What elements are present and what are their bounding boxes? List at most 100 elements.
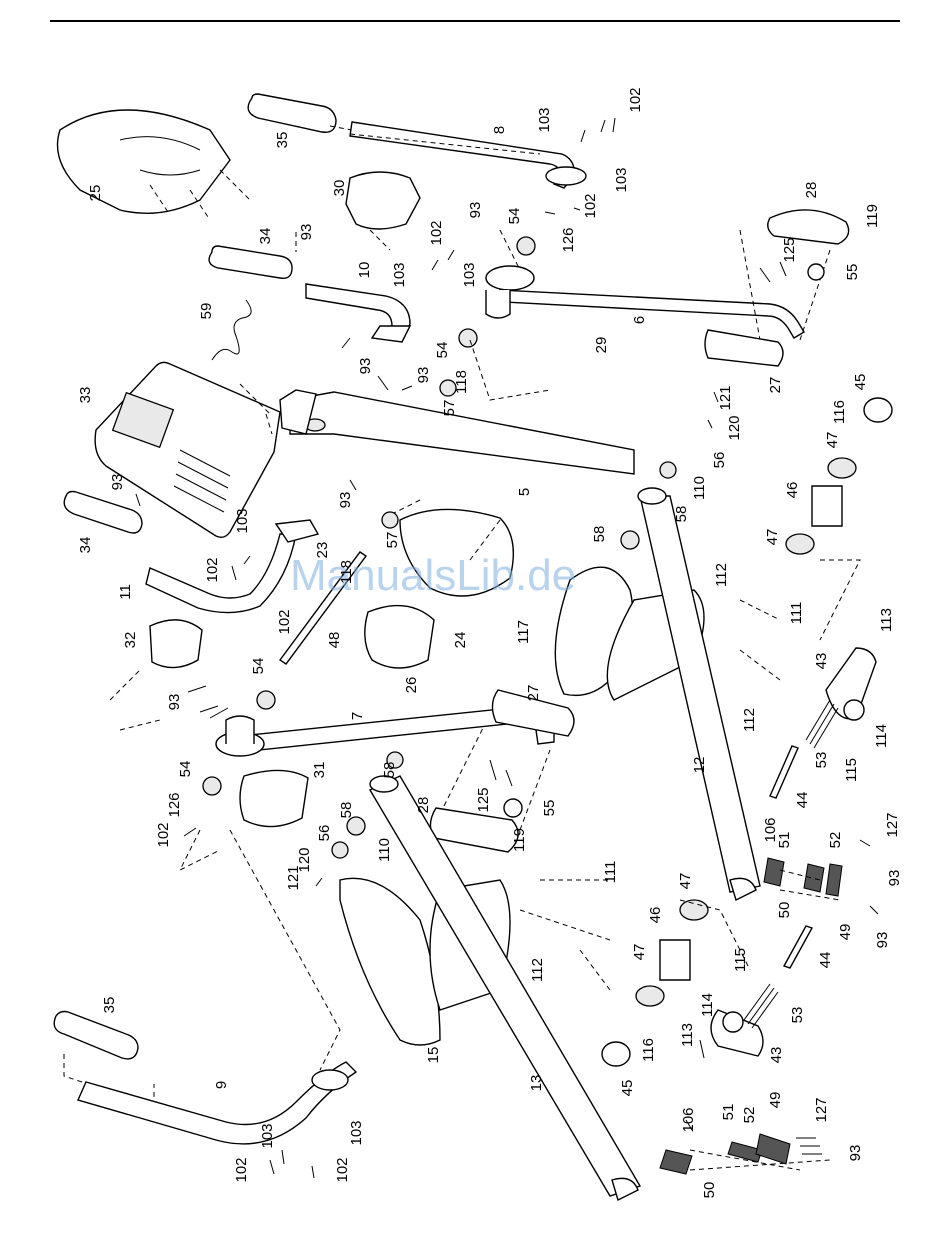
callout-label: 47 xyxy=(631,944,648,961)
callout-label: 102 xyxy=(582,193,599,218)
callout-label: 102 xyxy=(428,220,445,245)
callout-label: 126 xyxy=(166,792,183,817)
callout-label: 30 xyxy=(331,180,348,197)
callout-label: 93 xyxy=(886,870,903,887)
callout-label: 93 xyxy=(415,367,432,384)
rod-44-upper xyxy=(769,745,799,799)
callout-label: 117 xyxy=(515,620,532,644)
bushings xyxy=(202,236,677,859)
callout-label: 112 xyxy=(741,708,758,732)
callout-label: 121 xyxy=(285,865,302,890)
callout-label: 103 xyxy=(613,167,630,192)
callout-label: 112 xyxy=(529,958,546,982)
callout-label: 121 xyxy=(717,385,734,410)
callout-label: 120 xyxy=(296,847,313,872)
callout-label: 125 xyxy=(475,787,492,812)
callout-label: 47 xyxy=(677,873,694,890)
callout-label: 102 xyxy=(276,609,293,634)
callout-label: 111 xyxy=(602,861,619,884)
console-33 xyxy=(94,361,281,539)
callout-label: 93 xyxy=(357,358,374,375)
callout-label: 113 xyxy=(679,1023,696,1047)
callout-label: 103 xyxy=(461,262,478,287)
callout-label: 127 xyxy=(813,1097,830,1122)
cover-32 xyxy=(149,619,203,669)
callout-label: 15 xyxy=(425,1047,442,1064)
shroud-26 xyxy=(364,604,435,669)
callout-label: 111 xyxy=(788,602,805,625)
cover-27-upper xyxy=(704,263,825,367)
rollers-upper xyxy=(785,397,893,555)
rail-12 xyxy=(637,487,761,901)
callout-label: 50 xyxy=(776,902,793,919)
callout-label: 32 xyxy=(122,632,139,649)
callout-label: 103 xyxy=(234,508,251,533)
callout-label: 56 xyxy=(316,825,333,842)
callout-label: 27 xyxy=(525,685,542,702)
callout-label: 116 xyxy=(831,400,848,424)
callout-label: 113 xyxy=(878,608,895,632)
rail-13 xyxy=(369,775,642,1201)
brackets-lower xyxy=(659,1133,791,1175)
callout-label: 103 xyxy=(259,1123,276,1148)
watermark: ManualsLib.de xyxy=(290,551,576,600)
callout-label: 13 xyxy=(528,1075,545,1092)
callout-label: 33 xyxy=(77,387,94,404)
callout-label: 31 xyxy=(311,762,328,779)
handlebar-11 xyxy=(63,490,320,614)
assembly-lines xyxy=(109,133,861,1171)
callout-label: 103 xyxy=(391,262,408,287)
pedal-43-upper xyxy=(825,647,877,721)
callout-label: 118 xyxy=(338,560,355,584)
callout-label: 102 xyxy=(233,1157,250,1182)
callout-label: 8 xyxy=(491,126,508,134)
callout-label: 93 xyxy=(847,1145,864,1162)
pedal-43-lower xyxy=(710,1009,764,1057)
callout-label: 93 xyxy=(874,932,891,949)
callout-label: 52 xyxy=(741,1107,758,1124)
callout-label: 116 xyxy=(640,1038,657,1062)
callout-label: 106 xyxy=(762,817,779,842)
callout-label: 59 xyxy=(198,303,215,320)
callout-label: 110 xyxy=(691,476,708,500)
callout-label: 93 xyxy=(298,224,315,241)
callout-label: 119 xyxy=(511,828,528,852)
callout-label: 103 xyxy=(536,107,553,132)
callout-label: 110 xyxy=(376,838,393,862)
callout-label: 47 xyxy=(824,432,841,449)
callout-label: 51 xyxy=(720,1104,737,1121)
callout-label: 43 xyxy=(768,1047,785,1064)
callout-label: 58 xyxy=(381,762,398,779)
callout-label: 44 xyxy=(794,792,811,809)
cover-27-lower xyxy=(491,689,575,737)
callout-label: 57 xyxy=(384,532,401,549)
callout-label: 53 xyxy=(789,1007,806,1024)
callout-label: 115 xyxy=(732,948,749,972)
callout-label: 54 xyxy=(177,761,194,778)
callout-label: 102 xyxy=(204,557,221,582)
callout-label: 57 xyxy=(441,400,458,417)
callout-label: 120 xyxy=(726,415,743,440)
callout-label: 55 xyxy=(844,264,861,281)
callout-label: 93 xyxy=(467,202,484,219)
callout-label: 27 xyxy=(767,377,784,394)
callout-label: 51 xyxy=(776,832,793,849)
cover-28-lower xyxy=(429,725,551,853)
cover-28-upper xyxy=(739,209,850,341)
callout-label: 103 xyxy=(348,1120,365,1145)
callout-label: 126 xyxy=(560,227,577,252)
callout-label: 102 xyxy=(155,822,172,847)
callout-label: 12 xyxy=(691,757,708,774)
shroud-25 xyxy=(56,109,251,221)
spring-53-upper xyxy=(805,699,839,749)
rod-44-lower xyxy=(782,925,814,969)
handlebar-9 xyxy=(53,1010,358,1145)
callout-label: 5 xyxy=(516,488,533,496)
axle-48 xyxy=(278,551,368,665)
upright-frame-5 xyxy=(279,389,635,475)
callout-label: 35 xyxy=(274,132,291,149)
callout-label: 52 xyxy=(827,832,844,849)
callout-label: 102 xyxy=(627,87,644,112)
